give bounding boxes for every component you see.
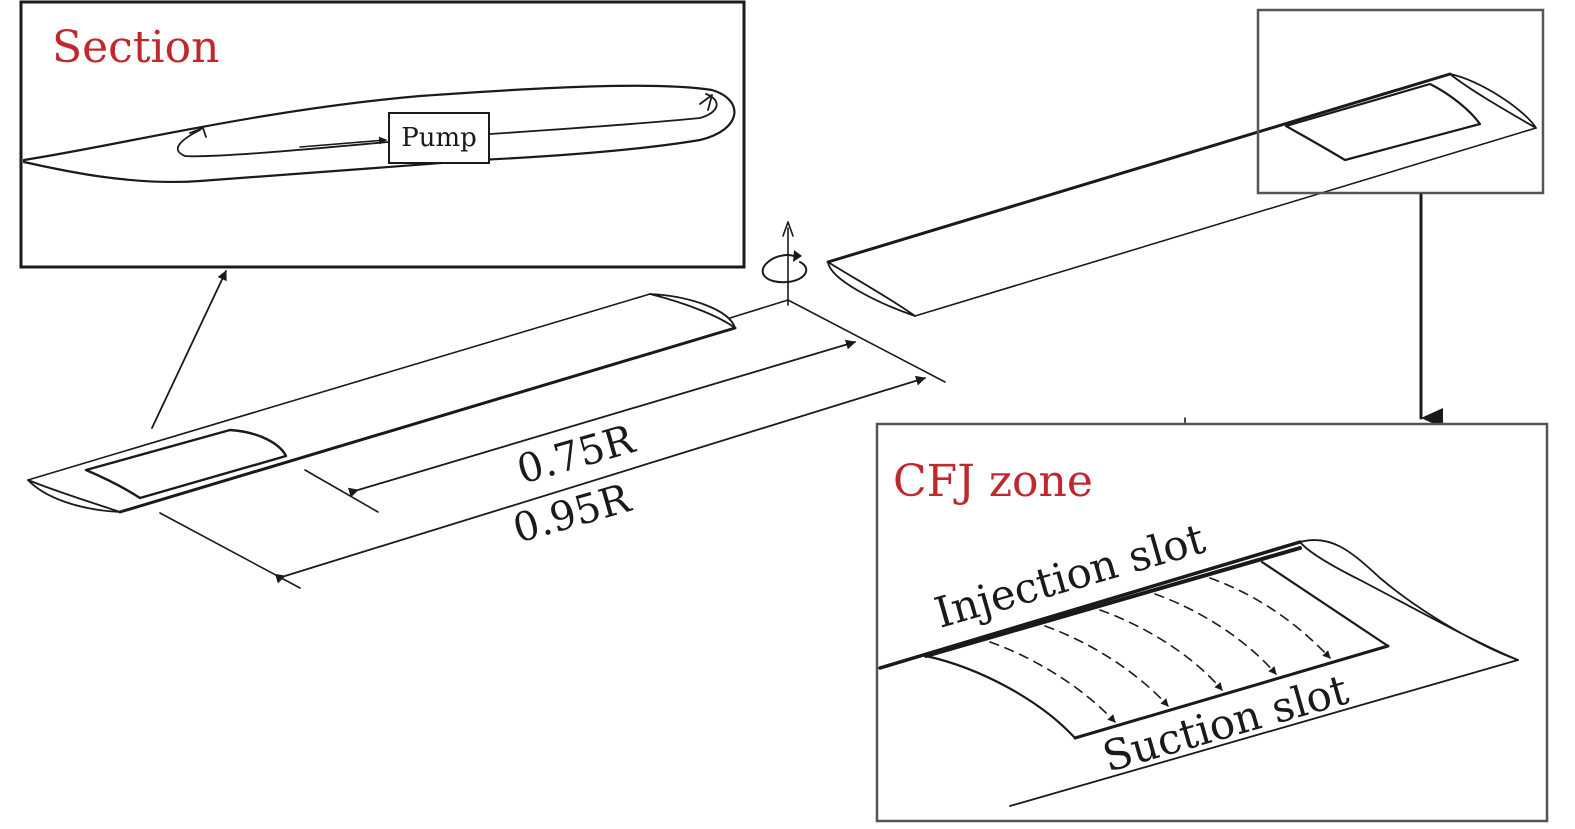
left-blade-trailing-edge xyxy=(118,326,737,514)
duct-inlet-lip xyxy=(189,127,207,138)
cfj-callout-frame xyxy=(1256,8,1545,195)
flow-paths xyxy=(989,577,1331,723)
flow-path xyxy=(989,641,1116,723)
right-blade-tip-section xyxy=(1449,73,1537,129)
right-blade xyxy=(826,72,1537,317)
flow-path xyxy=(1154,593,1277,675)
section-callout-arrow xyxy=(151,270,227,429)
inset-blade-trailing-edge xyxy=(1009,659,1519,807)
airfoil-section-outline xyxy=(22,84,736,184)
left-blade-tip-section xyxy=(27,479,121,513)
right-blade-trailing-edge xyxy=(914,127,1537,317)
right-blade-leading-edge xyxy=(826,72,1452,264)
right-blade-cfj-zone xyxy=(1284,82,1482,162)
rotation-arrowhead xyxy=(793,250,802,262)
section-inset: Section Pump xyxy=(19,0,746,269)
cfj-zone-inset-frame xyxy=(875,422,1549,823)
dim-095-ext xyxy=(159,512,301,589)
hub-to-left-blade xyxy=(729,299,789,319)
flow-path xyxy=(1209,577,1331,659)
duct-outlet-lip xyxy=(699,94,713,111)
left-blade xyxy=(27,293,737,514)
right-blade-root-section xyxy=(827,261,916,317)
rotation-axis-arrowhead xyxy=(782,221,794,237)
dim-075-ext xyxy=(304,469,379,513)
cfj-zone-inset: CFJ zone Injection slot Suction slot xyxy=(875,422,1549,823)
duct-to-pump-arrow xyxy=(299,136,387,148)
internal-duct xyxy=(176,93,718,158)
suction-slot-line xyxy=(1073,644,1390,740)
inset-blade-tip-section xyxy=(1299,539,1519,661)
rotation-direction-icon xyxy=(761,254,808,284)
hub-span-axis xyxy=(787,299,946,383)
flow-path xyxy=(1044,625,1169,707)
dim-095-line xyxy=(274,375,926,584)
left-blade-root-section xyxy=(649,293,736,329)
cfj-zone-title: CFJ zone xyxy=(893,456,1093,507)
rotor-hub xyxy=(729,221,946,383)
flow-path xyxy=(1099,609,1223,691)
left-blade-cfj-zone xyxy=(84,428,288,500)
pump-box xyxy=(388,112,490,164)
injection-slot-line xyxy=(924,546,1302,658)
section-inset-frame xyxy=(19,0,746,269)
pump-label: Pump xyxy=(401,123,477,153)
section-title: Section xyxy=(52,22,219,73)
